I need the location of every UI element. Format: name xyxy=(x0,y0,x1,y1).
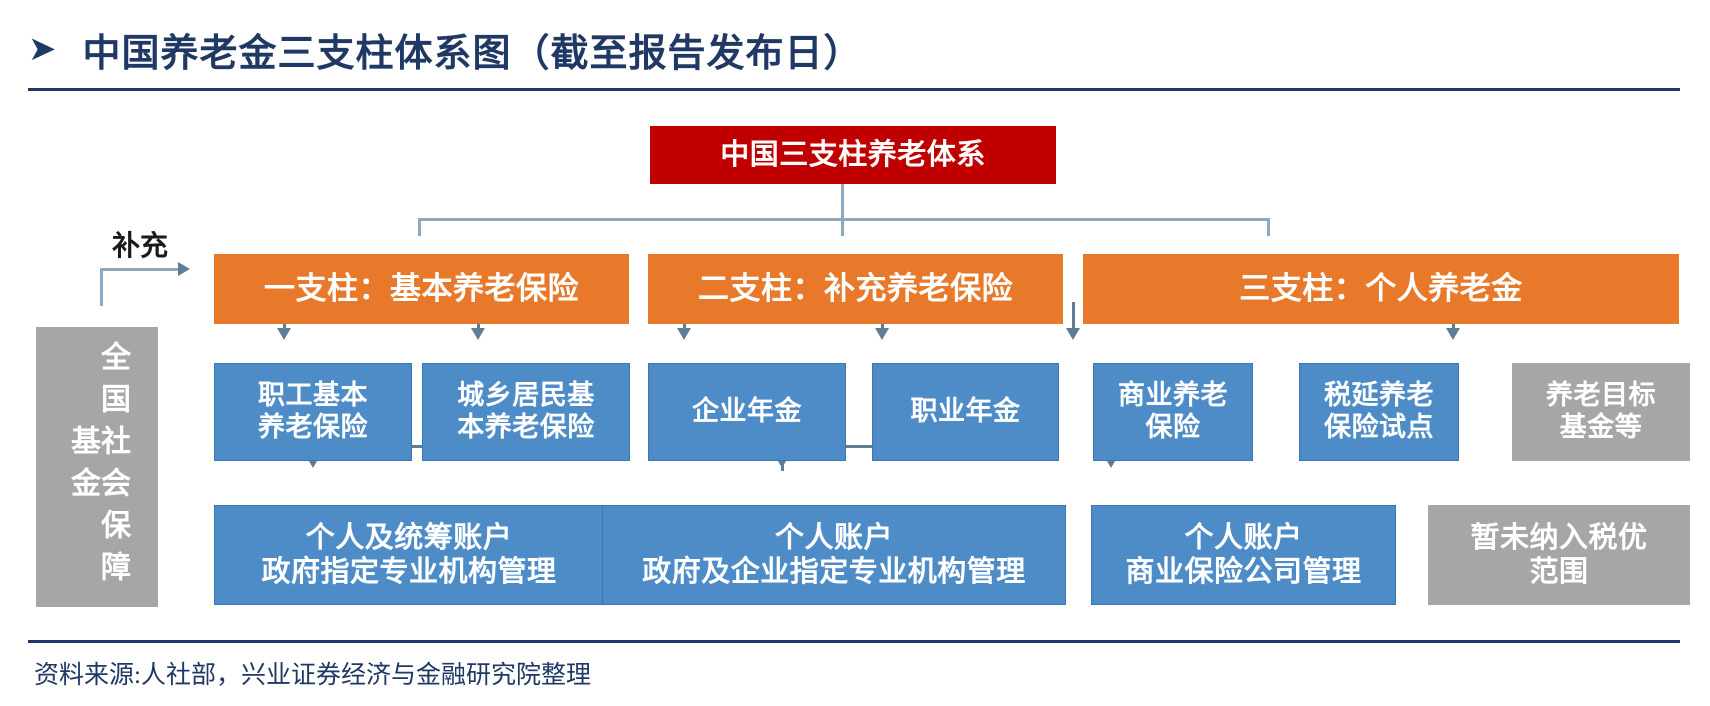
product-box-employee-basic-pension[interactable]: 职工基本 养老保险 xyxy=(214,363,412,461)
footer-divider xyxy=(28,640,1680,643)
account-box-individual-gov-enterprise[interactable]: 个人账户 政府及企业指定专业机构管理 xyxy=(602,505,1066,605)
product-box-target-date-funds[interactable]: 养老目标 基金等 xyxy=(1512,363,1690,461)
account-box-individual-and-pooled[interactable]: 个人及统筹账户 政府指定专业机构管理 xyxy=(214,505,604,605)
pillar-box-2[interactable]: 二支柱：补充养老保险 xyxy=(648,254,1063,324)
product-6-label: 税延养老 保险试点 xyxy=(1324,380,1434,442)
root-box-label: 中国三支柱养老体系 xyxy=(720,138,986,171)
pillar-box-1[interactable]: 一支柱：基本养老保险 xyxy=(214,254,629,324)
account-4-label: 暂未纳入税优 范围 xyxy=(1470,521,1648,588)
product-5-label: 商业养老 保险 xyxy=(1118,380,1228,442)
account-1-label: 个人及统筹账户 政府指定专业机构管理 xyxy=(261,521,557,588)
product-box-commercial-pension-insurance[interactable]: 商业养老 保险 xyxy=(1093,363,1253,461)
national-social-security-fund-box[interactable]: 全国社会保障基金 xyxy=(36,327,158,607)
national-social-security-fund-label: 全国社会保障基金 xyxy=(66,341,129,593)
pillar-2-label: 二支柱：补充养老保险 xyxy=(698,270,1013,306)
product-box-enterprise-annuity[interactable]: 企业年金 xyxy=(648,363,846,461)
product-3-label: 企业年金 xyxy=(692,396,802,427)
connector-fund-horizontal xyxy=(100,268,182,271)
connector-bus-to-pillar-3 xyxy=(1267,218,1270,236)
source-note: 资料来源:人社部，兴业证券经济与金融研究院整理 xyxy=(34,662,591,689)
product-4-label: 职业年金 xyxy=(910,396,1021,427)
arrowhead-pillar2-to-p4 xyxy=(875,328,889,340)
account-2-label: 个人账户 政府及企业指定专业机构管理 xyxy=(642,521,1026,588)
product-2-label: 城乡居民基 本养老保险 xyxy=(457,380,595,442)
product-1-label: 职工基本 养老保险 xyxy=(258,380,368,442)
root-box-china-three-pillar-system[interactable]: 中国三支柱养老体系 xyxy=(650,126,1056,184)
product-box-occupational-annuity[interactable]: 职业年金 xyxy=(872,363,1059,461)
connector-pillar3-to-p5 xyxy=(1072,302,1075,330)
account-box-not-yet-tax-favored[interactable]: 暂未纳入税优 范围 xyxy=(1428,505,1690,605)
product-box-tax-deferred-pension-pilot[interactable]: 税延养老 保险试点 xyxy=(1299,363,1459,461)
product-box-urban-rural-resident-pension[interactable]: 城乡居民基 本养老保险 xyxy=(422,363,630,461)
arrowhead-pillar2-to-p3 xyxy=(677,328,691,340)
connector-fund-vertical xyxy=(100,268,103,306)
account-3-label: 个人账户 商业保险公司管理 xyxy=(1125,521,1362,588)
account-box-individual-commercial-insurer[interactable]: 个人账户 商业保险公司管理 xyxy=(1091,505,1396,605)
connector-bus-to-pillar-2 xyxy=(841,218,844,236)
pillar-3-label: 三支柱：个人养老金 xyxy=(1239,270,1523,306)
page-title: ➤ 中国养老金三支柱体系图（截至报告发布日） xyxy=(28,18,1678,80)
product-7-label: 养老目标 基金等 xyxy=(1546,380,1656,442)
title-divider xyxy=(28,88,1680,91)
arrowhead-pillar1-to-p2 xyxy=(471,328,485,340)
connector-bus-to-pillar-1 xyxy=(418,218,421,236)
arrowhead-pillar1-to-p1 xyxy=(277,328,291,340)
arrowhead-pillar3-to-p7 xyxy=(1446,328,1460,340)
supplement-label: 补充 xyxy=(112,231,169,262)
page-title-text: 中国养老金三支柱体系图（截至报告发布日） xyxy=(82,32,863,75)
connector-root-stub xyxy=(841,182,844,220)
arrowhead-fund-to-pillar1 xyxy=(178,262,190,276)
connector-bus-horizontal xyxy=(418,218,1270,221)
arrowhead-pillar3-to-p5 xyxy=(1066,328,1080,340)
pillar-box-3[interactable]: 三支柱：个人养老金 xyxy=(1083,254,1679,324)
bullet-arrow-icon: ➤ xyxy=(28,29,57,69)
pillar-1-label: 一支柱：基本养老保险 xyxy=(264,270,579,306)
